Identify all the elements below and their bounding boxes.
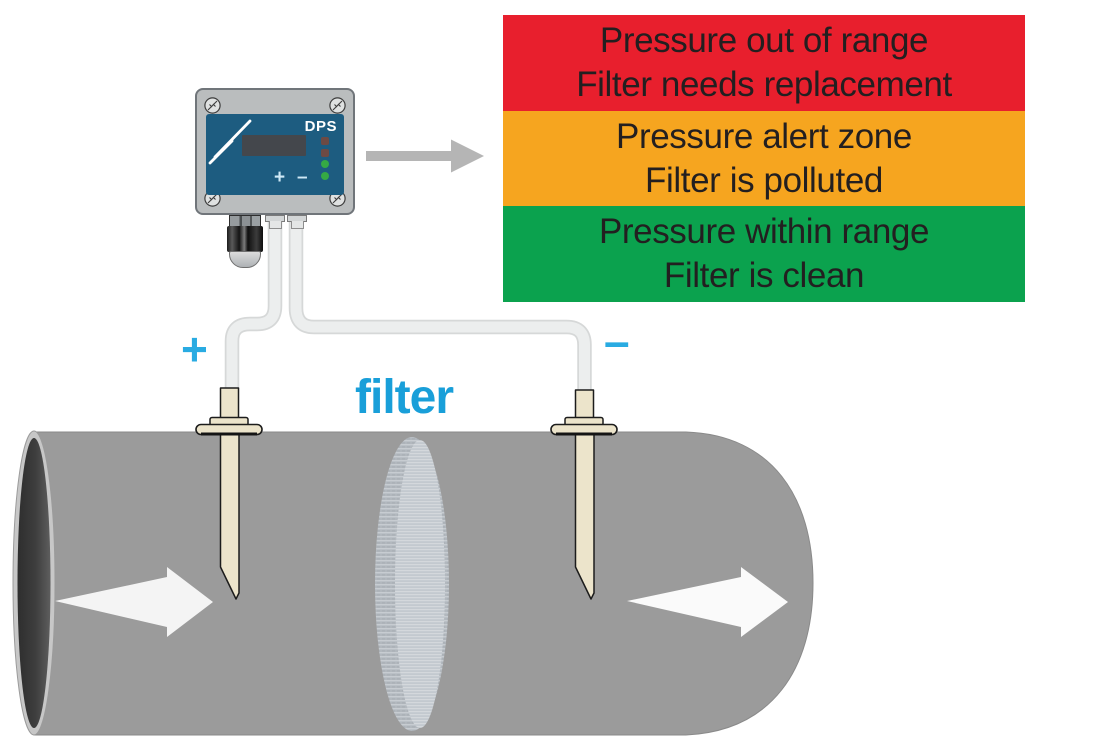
low-pressure-tap-label: – (604, 315, 630, 367)
lcd-display (242, 135, 306, 156)
pressure-port-stem-minus (290, 221, 304, 229)
probe-negative (550, 389, 618, 600)
device-port-minus-label: – (297, 167, 308, 188)
led-indicator (321, 171, 329, 180)
status-legend: Pressure out of range Filter needs repla… (503, 15, 1025, 303)
legend-band-green-line2: Filter is clean (663, 256, 865, 296)
dps-device: DPS + – (195, 88, 355, 215)
legend-band-green: Pressure within range Filter is clean (503, 206, 1025, 303)
legend-band-orange-line2: Filter is polluted (645, 160, 883, 200)
led-indicator (321, 148, 329, 157)
device-port-plus-label: + (274, 167, 286, 188)
legend-band-red-line1: Pressure out of range (599, 20, 929, 60)
legend-band-red: Pressure out of range Filter needs repla… (503, 15, 1025, 111)
brand-slash-icon (208, 119, 252, 165)
tube-negative (288, 222, 592, 391)
legend-band-orange-line1: Pressure alert zone (616, 116, 912, 156)
cable-gland-body (227, 226, 263, 252)
flow-arrow-outlet (627, 567, 788, 637)
probe-positive (195, 387, 263, 600)
legend-band-red-line2: Filter needs replacement (576, 64, 952, 104)
screw-icon (204, 97, 221, 114)
tube-positive (224, 222, 283, 389)
legend-band-green-line1: Pressure within range (598, 212, 930, 252)
filter-label: filter (355, 371, 454, 424)
high-pressure-tap-label: + (181, 323, 208, 375)
device-model-label: DPS (304, 118, 337, 135)
filter-media (375, 437, 449, 731)
pressure-port-stem-plus (268, 221, 282, 229)
device-to-legend-arrow (366, 139, 484, 173)
device-front-panel: DPS + – (206, 114, 344, 195)
legend-band-orange: Pressure alert zone Filter is polluted (503, 110, 1025, 207)
duct-inlet-opening (12, 430, 56, 736)
screw-icon (329, 97, 346, 114)
led-indicator (321, 137, 329, 145)
led-indicator (321, 160, 329, 168)
flow-arrow-inlet (55, 567, 213, 637)
led-column (321, 137, 329, 180)
